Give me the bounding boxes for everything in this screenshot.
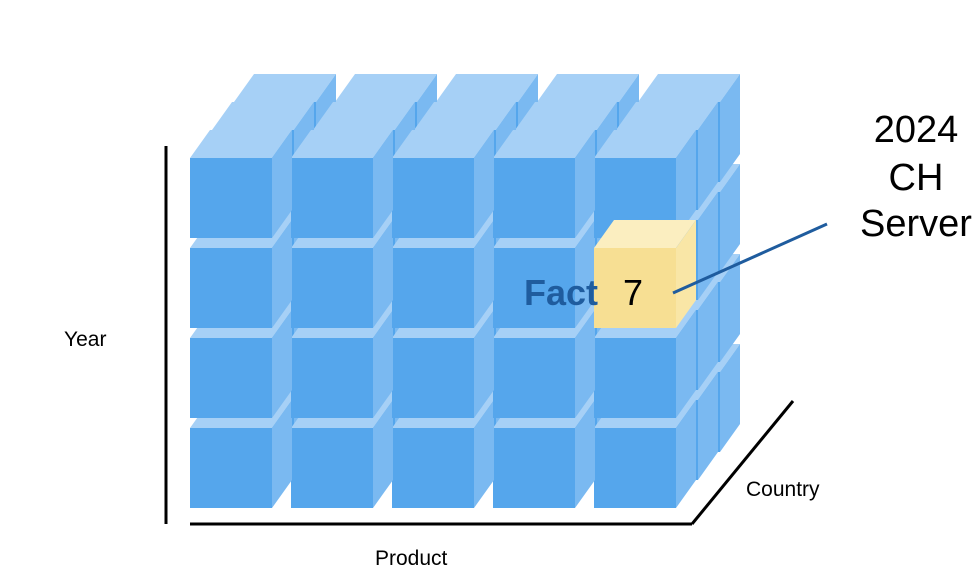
grid-cube-side — [575, 130, 595, 238]
fact-value: 7 — [623, 272, 643, 313]
grid-cube-top — [638, 74, 740, 102]
country-axis-label: Country — [746, 478, 820, 501]
grid-cube-front — [190, 248, 272, 328]
grid-cube-front — [190, 428, 272, 508]
grid-cube-side — [575, 220, 595, 328]
grid-cube-front — [594, 338, 676, 418]
grid-cube-top — [594, 130, 696, 158]
grid-cube-side — [575, 400, 595, 508]
product-axis-label: Product — [375, 547, 448, 570]
grid-cube-top — [190, 130, 292, 158]
callout-country: CH — [889, 157, 944, 199]
grid-cube-side — [272, 130, 292, 238]
grid-cube-side — [474, 400, 494, 508]
fact-cube-side — [676, 220, 696, 328]
grid-cube-side — [373, 220, 393, 328]
grid-cube-front — [291, 428, 373, 508]
grid-cube-side — [373, 400, 393, 508]
grid-cube-front — [291, 158, 373, 238]
grid-cube-front — [190, 338, 272, 418]
grid-cube-front — [392, 428, 474, 508]
grid-cube-front — [291, 338, 373, 418]
grid-cube-side — [272, 400, 292, 508]
grid-cube-top — [212, 102, 314, 130]
callout-year: 2024 — [874, 109, 959, 151]
grid-cube-side — [698, 102, 718, 210]
grid-cube-top — [291, 130, 393, 158]
grid-cube-side — [720, 74, 740, 182]
fact-label: Fact — [524, 272, 598, 313]
grid-cube-front — [493, 338, 575, 418]
grid-cube-side — [676, 130, 696, 238]
grid-cube-side — [373, 310, 393, 418]
grid-cube-side — [698, 192, 718, 300]
year-axis-label: Year — [64, 328, 106, 351]
cube-grid — [190, 74, 740, 508]
grid-cube-side — [272, 220, 292, 328]
fact-cube-top — [594, 220, 696, 248]
grid-cube-side — [373, 130, 393, 238]
grid-cube-top — [313, 102, 415, 130]
grid-cube-front — [594, 428, 676, 508]
grid-cube-front — [594, 158, 676, 238]
grid-cube-side — [575, 310, 595, 418]
grid-cube-front — [392, 158, 474, 238]
grid-cube-front — [493, 428, 575, 508]
grid-cube-front — [392, 248, 474, 328]
grid-cube-side — [272, 310, 292, 418]
grid-cube-side — [720, 254, 740, 362]
callout-pointer — [672, 222, 828, 295]
grid-cube-top — [515, 102, 617, 130]
fact-cell — [594, 220, 696, 328]
grid-cube-top — [436, 74, 538, 102]
grid-cube-side — [720, 164, 740, 272]
grid-cube-side — [720, 344, 740, 452]
grid-cube-front — [493, 158, 575, 238]
grid-cube-front — [493, 248, 575, 328]
grid-cube-side — [698, 372, 718, 480]
grid-cube-side — [676, 310, 696, 418]
callout-product: Server — [860, 203, 972, 245]
grid-cube-top — [616, 102, 718, 130]
grid-cube-side — [698, 282, 718, 390]
country-axis — [690, 400, 795, 525]
grid-cube-top — [414, 102, 516, 130]
grid-cube-top — [335, 74, 437, 102]
grid-cube-side — [474, 220, 494, 328]
grid-cube-front — [190, 158, 272, 238]
grid-cube-side — [474, 310, 494, 418]
grid-cube-top — [234, 74, 336, 102]
grid-cube-top — [493, 130, 595, 158]
grid-cube-top — [537, 74, 639, 102]
grid-cube-top — [392, 130, 494, 158]
grid-cube-front — [291, 248, 373, 328]
grid-cube-side — [474, 130, 494, 238]
fact-cube-front — [594, 248, 676, 328]
grid-cube-side — [676, 400, 696, 508]
grid-cube-front — [392, 338, 474, 418]
